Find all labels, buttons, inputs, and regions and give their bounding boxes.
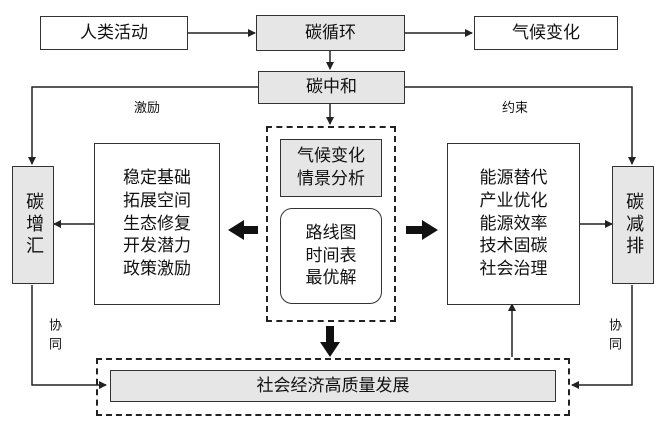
left-item: 拓展空间 (123, 190, 191, 211)
arrow-incentive (28, 86, 258, 165)
plan-line: 路线图 (305, 222, 357, 243)
block-arrow-right (406, 220, 438, 240)
arrow-synergy-right (571, 285, 633, 389)
carbon-cycle-box: 碳循环 (256, 15, 405, 51)
left-item: 开发潜力 (123, 236, 191, 257)
bottom-dashed-container (96, 358, 570, 416)
right-item: 能源替代 (479, 167, 548, 188)
arrow-synergy-left (31, 285, 107, 389)
human-activity-box: 人类活动 (40, 16, 188, 50)
left-measures-box: 稳定基础 拓展空间 生态修复 开发潜力 政策激励 (94, 143, 220, 305)
carbon-reduce-box: 碳减排 (612, 166, 654, 284)
incentive-label: 激励 (134, 101, 161, 116)
carbon-reduce-label: 碳减排 (623, 192, 645, 258)
plan-box: 路线图 时间表 最优解 (280, 208, 382, 304)
plan-line: 时间表 (305, 245, 357, 266)
carbon-neutral-box: 碳中和 (258, 71, 405, 104)
development-label: 社会经济高质量发展 (256, 375, 410, 396)
scenario-line: 情景分析 (297, 169, 365, 189)
carbon-sink-box: 碳增汇 (12, 166, 54, 284)
right-item: 社会治理 (479, 259, 548, 280)
right-item: 产业优化 (479, 190, 548, 211)
synergy-left-label: 协同 (46, 318, 61, 356)
constraint-label: 约束 (502, 101, 529, 116)
right-item: 能源效率 (479, 213, 548, 234)
carbon-sink-label: 碳增汇 (23, 192, 45, 258)
right-measures-box: 能源替代 产业优化 能源效率 技术固碳 社会治理 (447, 143, 580, 305)
scenario-line: 气候变化 (297, 146, 365, 167)
human-activity-label: 人类活动 (80, 22, 148, 43)
left-item: 政策激励 (123, 259, 191, 280)
synergy-right-label: 协同 (606, 318, 621, 356)
right-item: 技术固碳 (479, 236, 548, 257)
arrow-constraint (405, 86, 636, 165)
block-arrow-down (320, 326, 340, 357)
block-arrow-left (228, 220, 258, 240)
plan-line: 最优解 (305, 268, 357, 289)
carbon-cycle-label: 碳循环 (305, 22, 356, 43)
scenario-analysis-box: 气候变化 情景分析 (280, 139, 382, 197)
climate-change-label: 气候变化 (512, 22, 580, 43)
center-analysis-container (266, 126, 396, 322)
carbon-neutral-label: 碳中和 (306, 77, 357, 98)
left-item: 稳定基础 (123, 167, 191, 188)
development-box: 社会经济高质量发展 (110, 370, 556, 402)
climate-change-box: 气候变化 (474, 16, 618, 50)
left-item: 生态修复 (123, 213, 191, 234)
